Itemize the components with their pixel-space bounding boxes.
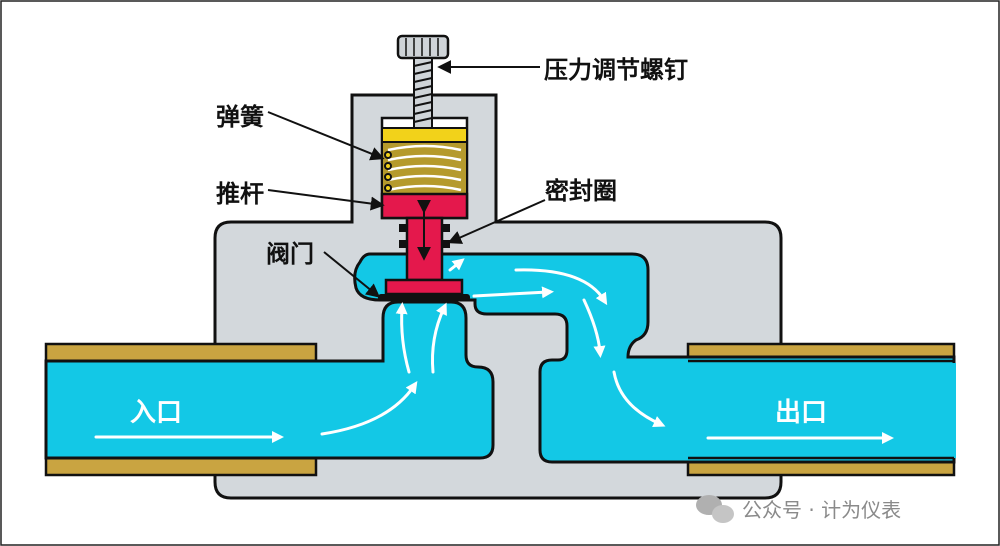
outlet-water-channel [353,252,956,464]
spring-cap [381,127,468,143]
watermark: 公众号 · 计为仪表 [742,498,902,522]
adjusting-screw [396,34,450,129]
inlet-pipe [44,342,318,477]
spring [381,141,468,195]
label-inlet: 入口 [130,398,183,428]
label-spring: 弹簧 [216,103,264,131]
flow-arrows [94,258,894,444]
inlet-water-channel [44,300,495,460]
label-pressure-screw: 压力调节螺钉 [544,56,688,84]
label-outlet: 出口 [775,398,828,428]
leader-lines [267,60,546,298]
label-valve: 阀门 [266,240,314,268]
wechat-logo-icon [696,495,734,523]
label-push-rod: 推杆 [216,180,264,208]
seal-rings [399,224,450,248]
label-seal: 密封圈 [545,177,617,205]
push-rod [378,192,470,301]
